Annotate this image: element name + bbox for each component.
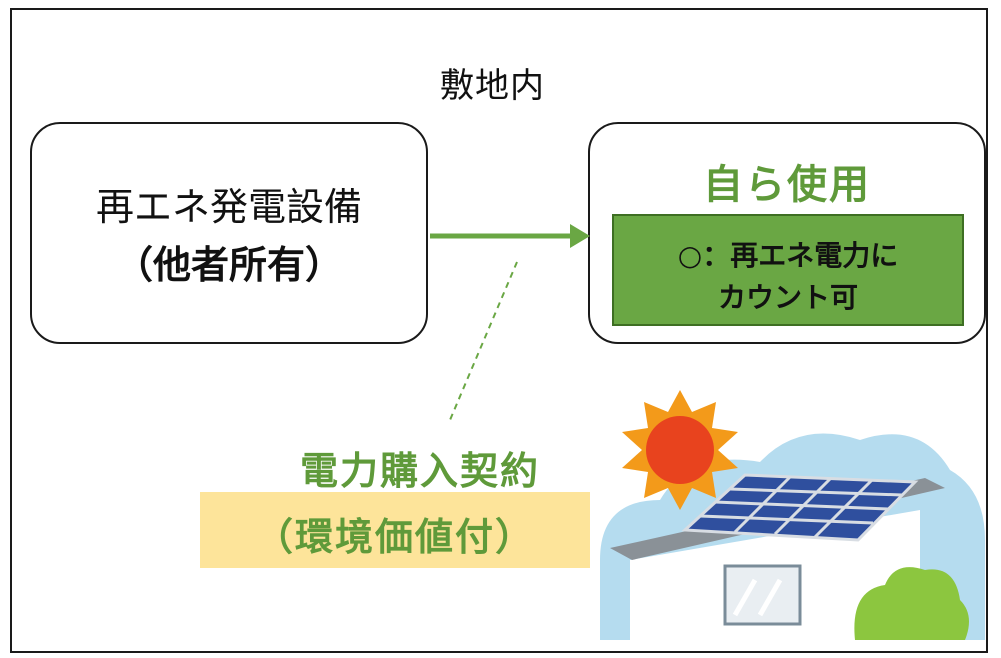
diagram-frame xyxy=(10,8,988,653)
generator-box: 再エネ発電設備 （他者所有） xyxy=(30,122,428,344)
countable-note-line2: カウント可 xyxy=(717,281,858,314)
bush-icon xyxy=(854,567,969,640)
site-label: 敷地内 xyxy=(440,66,545,106)
solar-panel-icon xyxy=(681,473,919,542)
contract-connector-line xyxy=(449,261,518,421)
countable-note-line1: ○：再エネ電力に xyxy=(677,239,899,272)
countable-note-box: ○：再エネ電力に カウント可 xyxy=(612,214,964,326)
environmental-value-box: （環境価値付） xyxy=(200,492,590,568)
generator-name: 再エネ発電設備 xyxy=(95,185,362,229)
sun-icon xyxy=(622,390,738,510)
self-use-title: 自ら使用 xyxy=(703,162,871,208)
contract-label: 電力購入契約 xyxy=(300,449,541,493)
environmental-value-label: （環境価値付） xyxy=(254,515,535,559)
self-use-box: 自ら使用 ○：再エネ電力に カウント可 xyxy=(588,122,986,344)
generator-owner: （他者所有） xyxy=(114,243,343,287)
power-flow-arrow xyxy=(430,224,590,248)
